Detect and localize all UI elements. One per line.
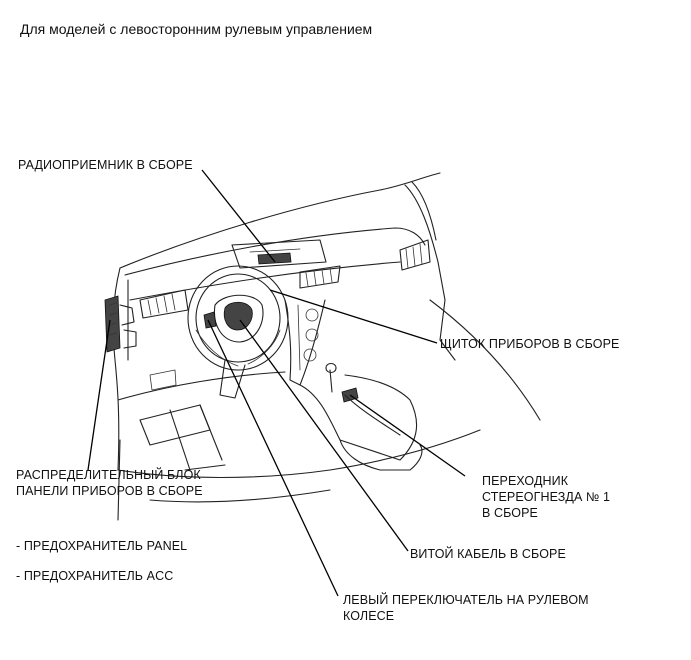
label-adapter-line3: В СБОРЕ — [482, 506, 538, 520]
shift-lever — [325, 362, 337, 393]
label-adapter-line2: СТЕРЕОГНЕЗДА № 1 — [482, 490, 611, 504]
label-meter-assembly: ЩИТОК ПРИБОРОВ В СБОРЕ — [440, 337, 620, 351]
steering-switch — [203, 311, 217, 329]
pedal-area — [169, 404, 226, 471]
leader-junction — [87, 319, 111, 471]
windshield-pillar — [404, 184, 446, 301]
label-radio-receiver: РАДИОПРИЕМНИК В СБОРЕ — [18, 158, 193, 172]
dash-top-outline — [119, 172, 441, 269]
label-fuse-panel: - ПРЕДОХРАНИТЕЛЬ PANEL — [16, 539, 188, 553]
leader-adapter — [349, 394, 466, 477]
label-adapter-line1: ПЕРЕХОДНИК — [482, 474, 569, 488]
label-junction-line2: ПАНЕЛИ ПРИБОРОВ В СБОРЕ — [16, 484, 203, 498]
left-vent — [139, 289, 189, 319]
floor-line — [117, 429, 481, 479]
door-edge — [429, 299, 541, 421]
dash-upper-surface — [124, 227, 426, 276]
label-fuse-acc: - ПРЕДОХРАНИТЕЛЬ ACC — [16, 569, 174, 583]
leader-spiral — [239, 319, 409, 552]
center-vent — [299, 265, 341, 289]
leader-meter — [269, 289, 438, 344]
right-vent — [399, 239, 431, 271]
leader-switch — [207, 319, 339, 597]
label-junction-line1: РАСПРЕДЕЛИТЕЛЬНЫЙ БЛОК — [16, 468, 201, 482]
label-switch-line1: ЛЕВЫЙ ПЕРЕКЛЮЧАТЕЛЬ НА РУЛЕВОМ — [343, 593, 589, 607]
steering-wheel — [187, 265, 289, 371]
label-spiral-cable: ВИТОЙ КАБЕЛЬ В СБОРЕ — [410, 547, 566, 561]
lower-dash — [117, 371, 286, 401]
label-switch-line2: КОЛЕСЕ — [343, 609, 395, 623]
center-stack — [284, 299, 326, 386]
steering-hub — [213, 294, 264, 343]
leader-radio — [201, 169, 276, 263]
diagram-title: Для моделей с левосторонним рулевым упра… — [20, 21, 373, 37]
radio-unit — [231, 239, 327, 269]
center-console — [299, 374, 418, 461]
